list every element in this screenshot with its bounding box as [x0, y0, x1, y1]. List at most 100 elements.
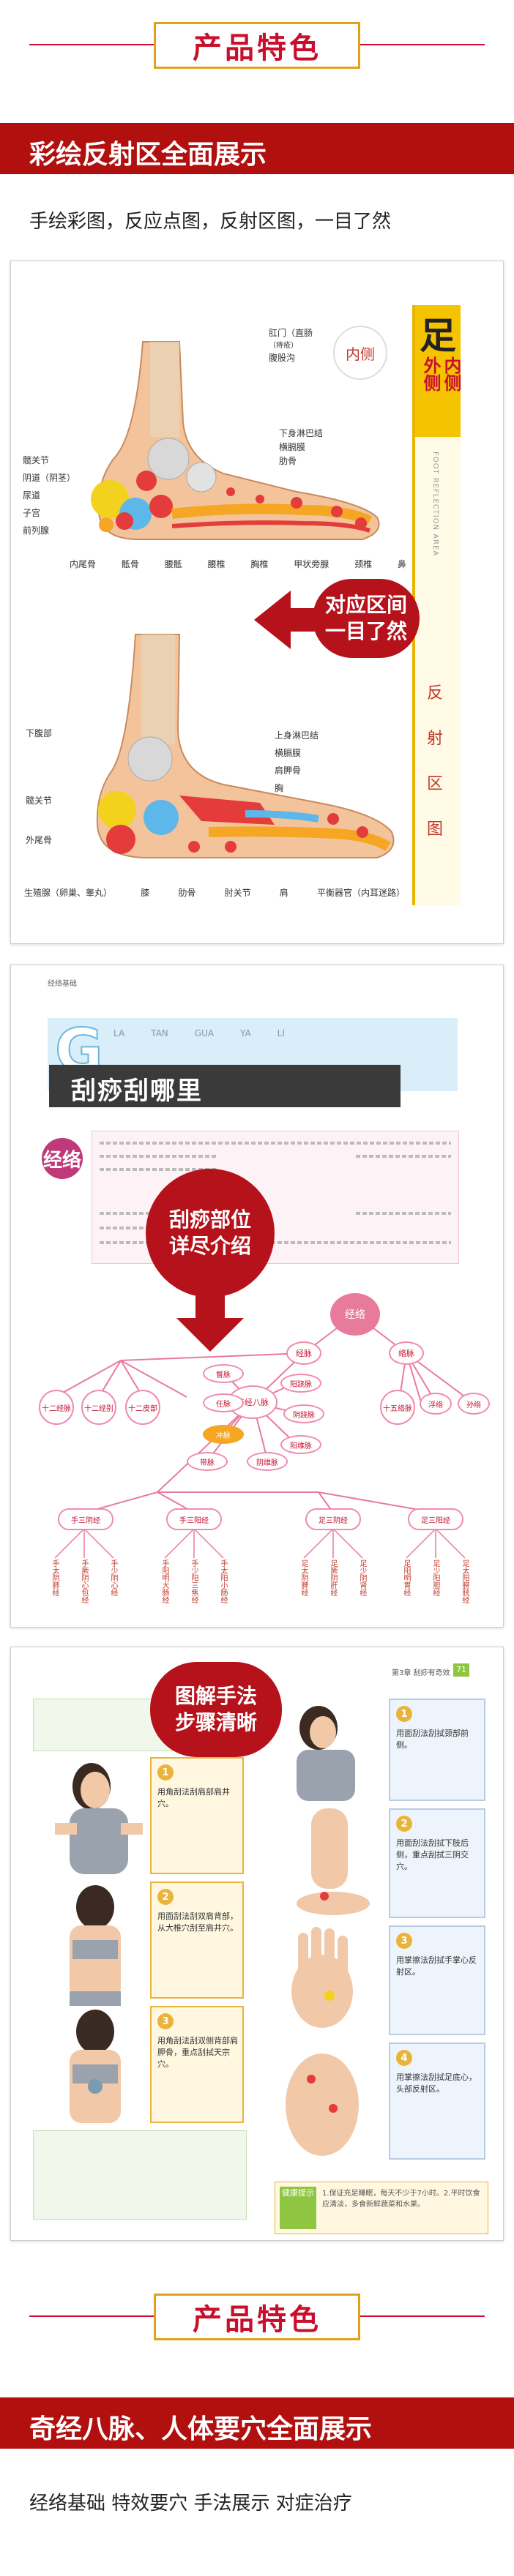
callout-line: 刮痧部位 [168, 1208, 251, 1232]
tree-node: 足三阴经 [305, 1508, 361, 1530]
model-photo [70, 1885, 121, 2006]
foot-label: 生殖腺（卵巢、睾丸） [24, 888, 113, 898]
side-vertical-cn: 反 射 区 图 [427, 671, 443, 853]
tree-node: 督脉 [203, 1364, 244, 1383]
step-number: 2 [396, 1816, 412, 1832]
tree-node: 络脉 [389, 1341, 424, 1365]
tree-node: 经脉 [286, 1341, 321, 1365]
side-char: 区 [427, 775, 444, 793]
callout-bubble: 图解手法步骤清晰 [150, 1662, 282, 1757]
page-number: 71 [453, 1663, 469, 1677]
foot-label: 下腹部 [26, 728, 53, 738]
page-tab: LA [113, 1028, 125, 1038]
ribbon-line-right [360, 2315, 485, 2317]
page-title: 刮痧刮哪里 [71, 1077, 203, 1106]
model-photo [55, 1763, 143, 1874]
sole-photo [286, 2053, 359, 2156]
note-box [33, 2130, 247, 2220]
step-card: 3 用角刮法刮双侧背部肩胛骨，重点刮拭天宗穴。 [150, 2006, 244, 2123]
section-title: 彩绘反射区全面展示 [29, 140, 267, 170]
foot-label: 髋关节 [26, 795, 53, 806]
tree-node: 阴跷脉 [283, 1404, 324, 1423]
step-text: 用面刮法刮双肩背部，从大椎穴刮至肩井穴。 [157, 1912, 238, 1933]
right-step-column: 1 用面刮法刮拭颈部前侧。 2 用面刮法刮拭下肢后侧，重点刮拭三阴交穴。 3 用… [260, 1699, 487, 2182]
section-subtitle: 手绘彩图，反应点图，反射区图，一目了然 [29, 211, 392, 233]
page-header: 第3章 刮痧有奇效 [392, 1669, 450, 1677]
foot-label: 胸椎 [250, 559, 269, 569]
text-line [100, 1155, 217, 1158]
foot-illustration-outer [96, 634, 395, 858]
top-labels-left: 髋关节 阴道（阴茎） 尿道 子宫 前列腺 [23, 452, 75, 539]
step-number: 1 [396, 1706, 412, 1722]
callout-line: 步骤清晰 [174, 1710, 257, 1734]
foot-label: 髋关节 [23, 455, 50, 465]
leg-photo [297, 1808, 370, 1915]
foot-label: 肩胛骨 [275, 765, 302, 776]
foot-label: 肘关节 [224, 888, 251, 898]
text-line [356, 1212, 451, 1215]
step-card: 1 用角刮法刮肩部肩井穴。 [150, 1757, 244, 1874]
foot-label: 前列腺 [23, 525, 50, 536]
page-tab: YA [240, 1028, 251, 1038]
channel-label: 足厥阴肝经 [329, 1560, 337, 1596]
foot-label: 鼻 [397, 559, 406, 569]
step-text: 用面刮法刮拭颈部前侧。 [396, 1729, 469, 1750]
ribbon-line-left [29, 44, 154, 45]
foot-label: 胸 [275, 783, 284, 793]
callout-line: 图解手法 [174, 1684, 257, 1708]
bottom-labels-right: 上身淋巴结 横膈膜 肩胛骨 胸 [275, 727, 319, 797]
tree-node: 任脉 [203, 1393, 244, 1412]
tree-node: 阳跷脉 [280, 1374, 321, 1393]
channel-label: 手少阳三焦经 [190, 1560, 198, 1603]
model-photo [297, 1706, 355, 1801]
channel-columns: 手太阴肺经 手厥阴心包经 手少阴心经 手阳明大肠经 手少阳三焦经 手太阳小肠经 … [40, 1560, 494, 1618]
foot-label: 甲状旁腺 [294, 559, 329, 569]
foot-label: 腰椎 [207, 559, 226, 569]
tree-node: 十二经别 [81, 1390, 116, 1425]
tip-text: 1.保证充足睡眠，每天不少于7小时。2.平时饮食应清淡，多食新鲜蔬菜和水果。 [322, 2190, 480, 2209]
tree-node: 孙络 [458, 1393, 490, 1415]
foot-label: （痔疮） [269, 342, 298, 350]
callout-arrow-icon [254, 591, 320, 649]
foot-label: 外尾骨 [26, 835, 53, 845]
side-title-block: 足 外侧 内侧 [415, 305, 461, 437]
foot-label: 横膈膜 [275, 748, 302, 758]
tree-node: 十二经脉 [39, 1390, 74, 1425]
callout-down-arrow-icon [176, 1293, 244, 1352]
callout-bubble: 刮痧部位详尽介绍 [146, 1169, 275, 1298]
foot-label: 肋骨 [279, 456, 297, 466]
channel-label: 手厥阴心包经 [80, 1560, 88, 1603]
step-card: 3 用掌擦法刮拭手掌心反射区。 [389, 1925, 485, 2035]
step-text: 用角刮法刮双侧背部肩胛骨，重点刮拭天宗穴。 [157, 2036, 238, 2069]
channel-label: 足太阴脾经 [299, 1560, 308, 1596]
side-char: 图 [427, 820, 444, 839]
ribbon-title: 产品特色 [193, 31, 321, 65]
page-tab: TAN [151, 1028, 168, 1038]
step-card: 1 用面刮法刮拭颈部前侧。 [389, 1699, 485, 1801]
model-photo [70, 2010, 121, 2123]
step-text: 用掌擦法刮拭足底心，头部反射区。 [396, 2073, 477, 2094]
foot-label: 腹股沟 [269, 353, 296, 363]
page-tab: LI [277, 1028, 285, 1038]
foot-label: 平衡器官（内耳迷路） [316, 888, 405, 898]
foot-illustration-inner [91, 341, 380, 540]
callout-line: 对应区间 [324, 593, 407, 617]
tree-node: 带脉 [187, 1452, 228, 1471]
palm-photo [291, 1927, 353, 2028]
ribbon-title: 产品特色 [193, 2303, 321, 2337]
step-number: 3 [157, 2013, 174, 2029]
foot-label: 上身淋巴结 [275, 730, 319, 741]
foot-label: 尿道 [23, 490, 41, 501]
ribbon-box: 产品特色 [154, 22, 360, 69]
callout-line: 详尽介绍 [168, 1234, 251, 1258]
left-step-column: 1 用角刮法刮肩部肩井穴。 2 用面刮法刮双肩背部，从大椎穴刮至肩井穴。 3 用… [33, 1699, 247, 2220]
section-title-bar: 彩绘反射区全面展示 [0, 123, 514, 174]
ribbon-line-right [360, 44, 485, 45]
step-card: 2 用面刮法刮拭下肢后侧，重点刮拭三阴交穴。 [389, 1808, 485, 1918]
channel-label: 足少阴肾经 [358, 1560, 366, 1596]
foot-label: 下身淋巴结 [279, 428, 324, 438]
side-badge: 经络 [42, 1138, 83, 1179]
tree-node: 冲脉 [203, 1425, 244, 1444]
foot-label: 肋骨 [178, 888, 196, 898]
foot-label: 内尾骨 [70, 559, 97, 569]
